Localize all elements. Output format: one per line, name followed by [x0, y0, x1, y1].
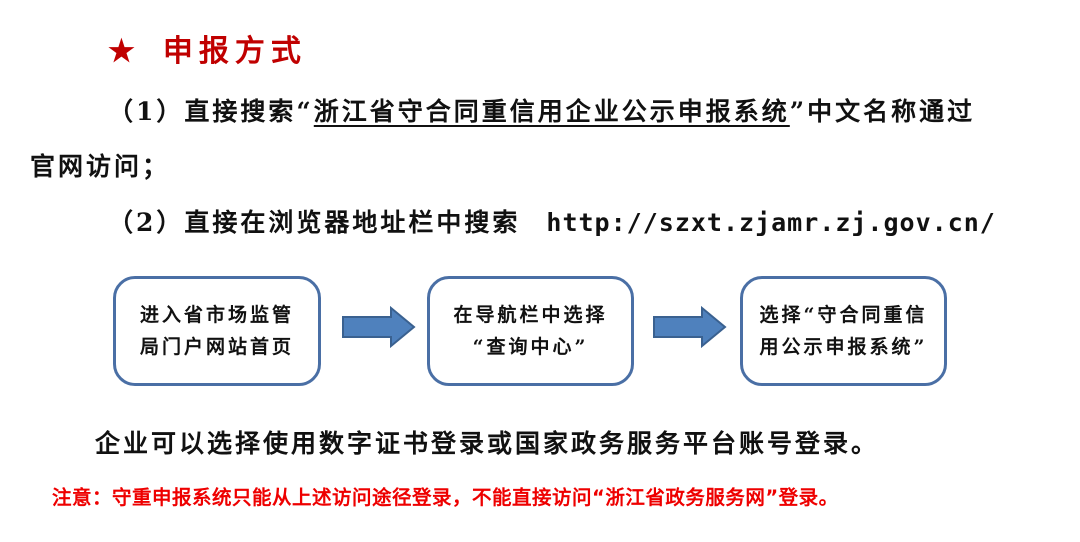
flow-step-3-line2: 用公示申报系统” [759, 336, 928, 358]
section-heading: ★ 申报方式 [108, 26, 307, 70]
system-name: 浙江省守合同重信用企业公示申报系统 [313, 97, 790, 126]
flow-step-3-line1: 选择“守合同重信 [759, 304, 928, 326]
flow-step-1-line2: 局门户网站首页 [139, 336, 294, 358]
method-1-continuation: 官网访问； [30, 152, 171, 181]
method-2-line: （2）直接在浏览器地址栏中搜索 http://szxt.zjamr.zj.gov.… [108, 203, 996, 239]
login-info: 企业可以选择使用数字证书登录或国家政务服务平台账号登录。 [95, 429, 880, 458]
notice-warning: 注意：守重申报系统只能从上述访问途径登录，不能直接访问“浙江省政务服务网”登录。 [52, 486, 839, 509]
star-icon: ★ [108, 34, 141, 69]
right-arrow-icon [342, 306, 416, 348]
flow-step-1-line1: 进入省市场监管 [139, 304, 294, 326]
flow-step-3: 选择“守合同重信用公示申报系统” [740, 276, 947, 386]
flow-step-2: 在导航栏中选择 “查询中心” [427, 276, 634, 386]
method-1-prefix: （1）直接搜索“ [108, 97, 314, 126]
method-2-prefix: （2）直接在浏览器地址栏中搜索 [108, 208, 521, 237]
method-1-line: （1）直接搜索“浙江省守合同重信用企业公示申报系统”中文名称通过 [108, 92, 975, 128]
flow-step-2-line1: 在导航栏中选择 [453, 304, 608, 326]
heading-text: 申报方式 [162, 34, 307, 69]
flow-step-1: 进入省市场监管局门户网站首页 [113, 276, 321, 386]
flow-step-2-line2: “查询中心” [472, 336, 589, 358]
method-1-suffix: ”中文名称通过 [789, 97, 976, 126]
right-arrow-icon [653, 306, 727, 348]
system-url: http://szxt.zjamr.zj.gov.cn/ [546, 208, 996, 237]
